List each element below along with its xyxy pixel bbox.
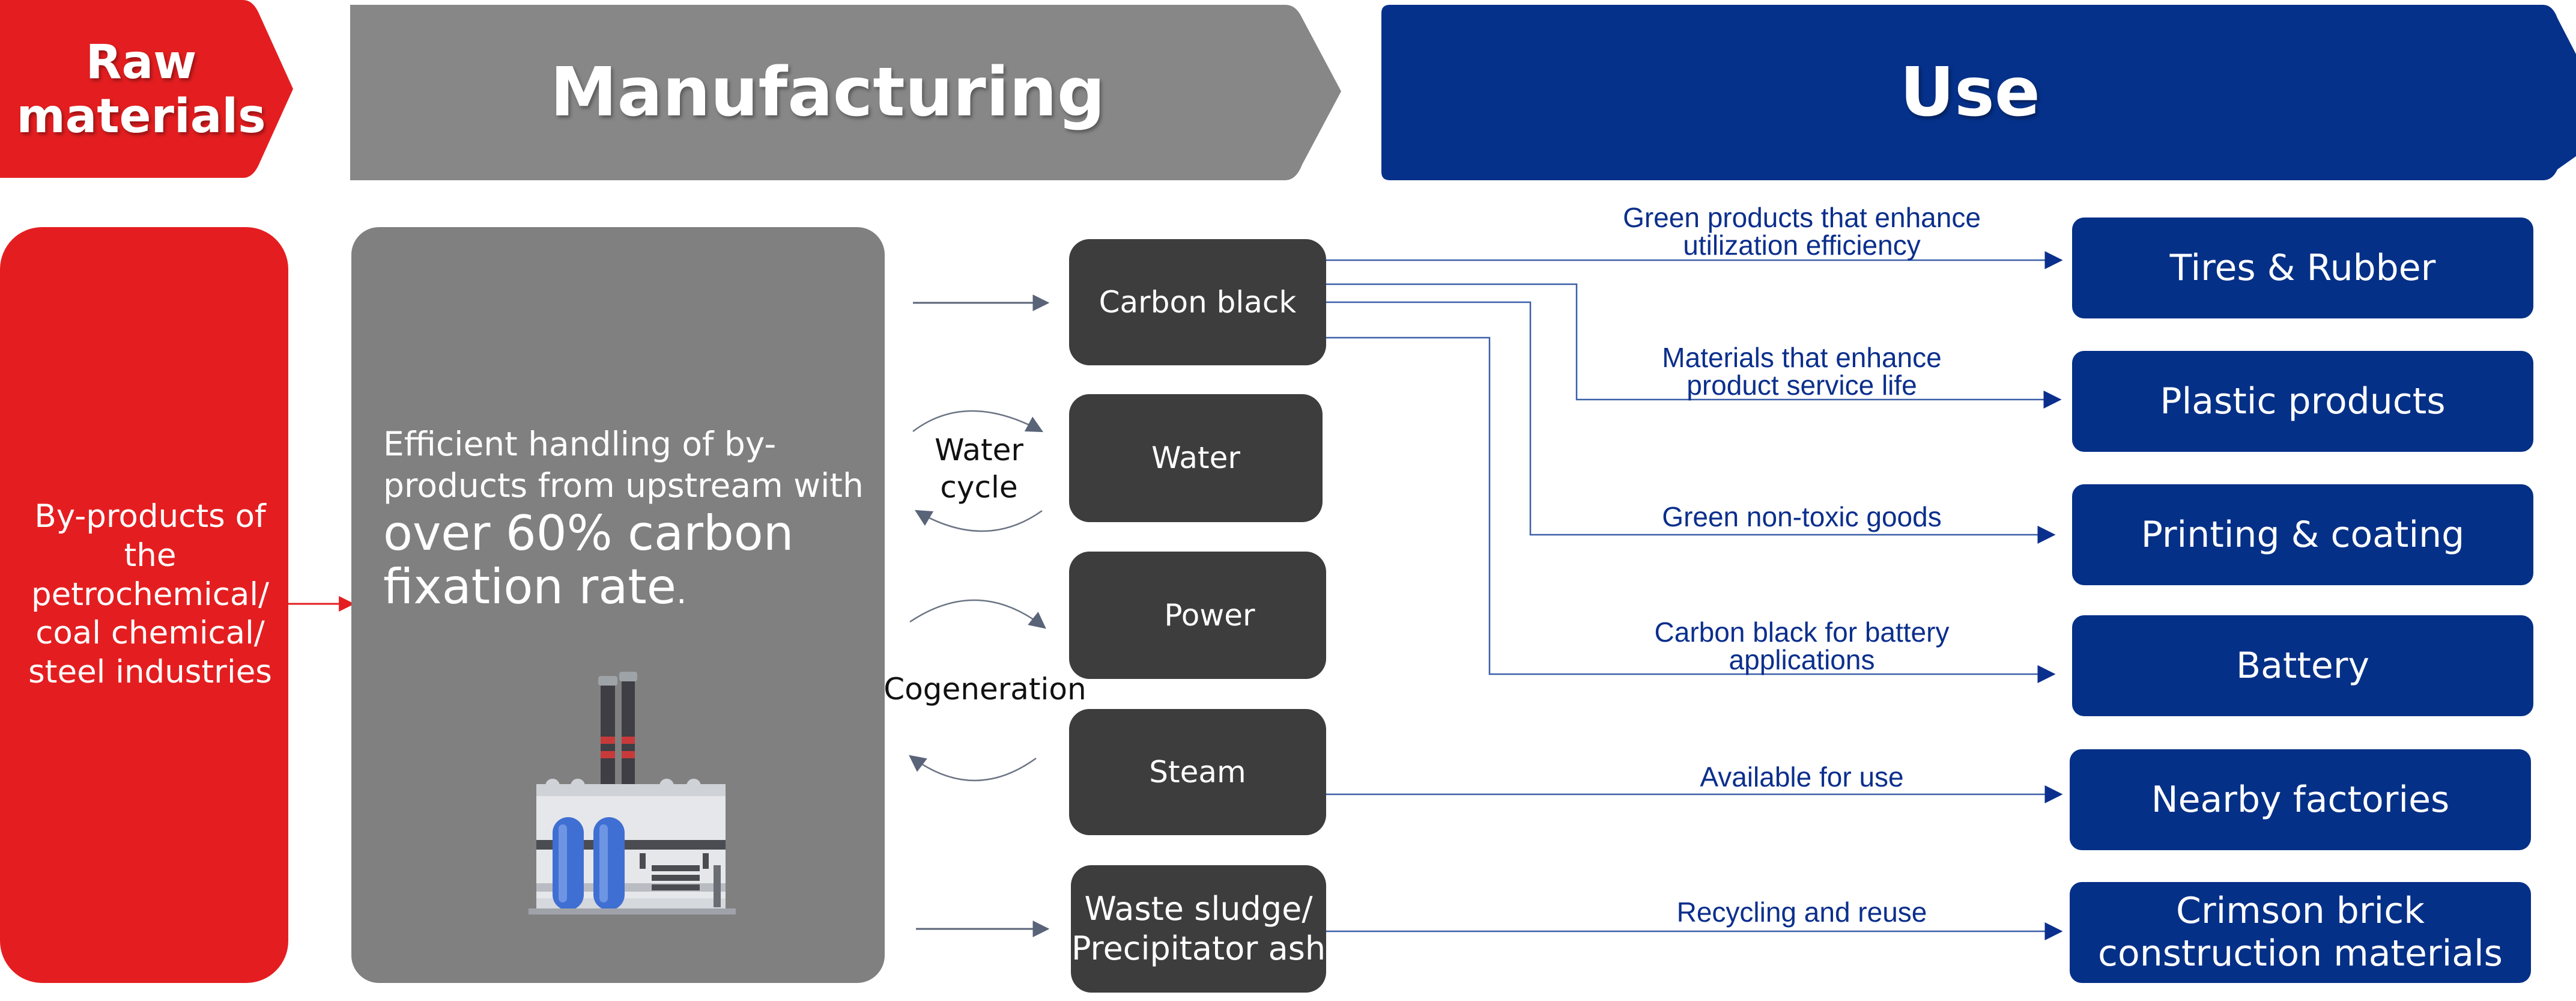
use-label-nearby-factories: Nearby factories <box>2151 778 2450 821</box>
output-box-carbon-black <box>1069 239 1326 365</box>
flow-label-plastic: Materials that enhance product service l… <box>1662 342 1942 401</box>
use-box-battery <box>2072 615 2533 716</box>
water-cycle-arc-bottom <box>914 510 1043 532</box>
raw-materials-box <box>0 227 288 983</box>
use-header-title: Use <box>1900 53 2040 132</box>
factory-icon <box>529 672 736 914</box>
raw-materials-header-shape <box>0 0 293 178</box>
manufacturing-box <box>351 227 885 983</box>
manufacturing-description: Efficient handling of by-products from u… <box>383 424 888 614</box>
flow-line-printing <box>1326 301 2056 544</box>
manufacturing-description-end: . <box>676 573 687 612</box>
use-box-crimson-brick <box>2070 882 2531 983</box>
output-box-water <box>1069 394 1323 522</box>
use-header-shape <box>1381 5 2576 180</box>
use-label-printing-coating: Printing & coating <box>2141 513 2465 556</box>
flow-label-brick: Recycling and reuse <box>1676 896 1927 928</box>
output-label-carbon-black: Carbon black <box>1099 284 1297 320</box>
use-label-battery: Battery <box>2235 644 2370 687</box>
output-box-waste-sludge <box>1071 865 1326 993</box>
use-box-plastic-products <box>2072 351 2533 452</box>
output-label-power: Power <box>1164 597 1255 633</box>
cogeneration-arc-bottom <box>909 755 1037 782</box>
output-box-steam <box>1069 709 1326 835</box>
flow-line-plastic <box>1326 283 2062 409</box>
manufacturing-header-shape <box>350 5 1341 180</box>
manufacturing-description-lead: Efficient handling of by-products from u… <box>383 425 864 505</box>
flow-line-battery <box>1326 336 2056 683</box>
output-box-power <box>1069 552 1326 679</box>
use-box-printing-coating <box>2072 484 2533 585</box>
output-label-water: Water <box>1151 440 1240 475</box>
flow-label-printing: Green non-toxic goods <box>1662 501 1942 532</box>
flow-label-battery: Carbon black for battery applications <box>1654 616 1950 675</box>
cogeneration-arc-top <box>909 599 1046 629</box>
use-box-nearby-factories <box>2070 749 2531 850</box>
manufacturing-description-highlight: over 60% carbon fixation rate <box>383 505 794 615</box>
use-box-tires-rubber <box>2072 218 2533 318</box>
use-label-crimson-brick: Crimson brick construction materials <box>2098 890 2503 975</box>
flow-label-nearby: Available for use <box>1700 761 1904 793</box>
use-label-plastic-products: Plastic products <box>2160 380 2446 422</box>
water-cycle-label: Water cycle <box>935 432 1023 505</box>
raw-materials-description: By-products of the petrochemical/ coal c… <box>28 498 272 690</box>
manufacturing-header-title: Manufacturing <box>550 53 1105 132</box>
raw-materials-header-title: Raw materials <box>16 35 266 144</box>
use-label-tires-rubber: Tires & Rubber <box>2169 246 2436 289</box>
cogeneration-label: Cogeneration <box>883 671 1086 707</box>
output-label-steam: Steam <box>1149 754 1246 790</box>
flow-label-tires: Green products that enhance utilization … <box>1623 202 1981 261</box>
water-cycle-arc-top <box>912 410 1044 433</box>
output-label-waste-sludge: Waste sludge/ Precipitator ash <box>1071 890 1326 967</box>
